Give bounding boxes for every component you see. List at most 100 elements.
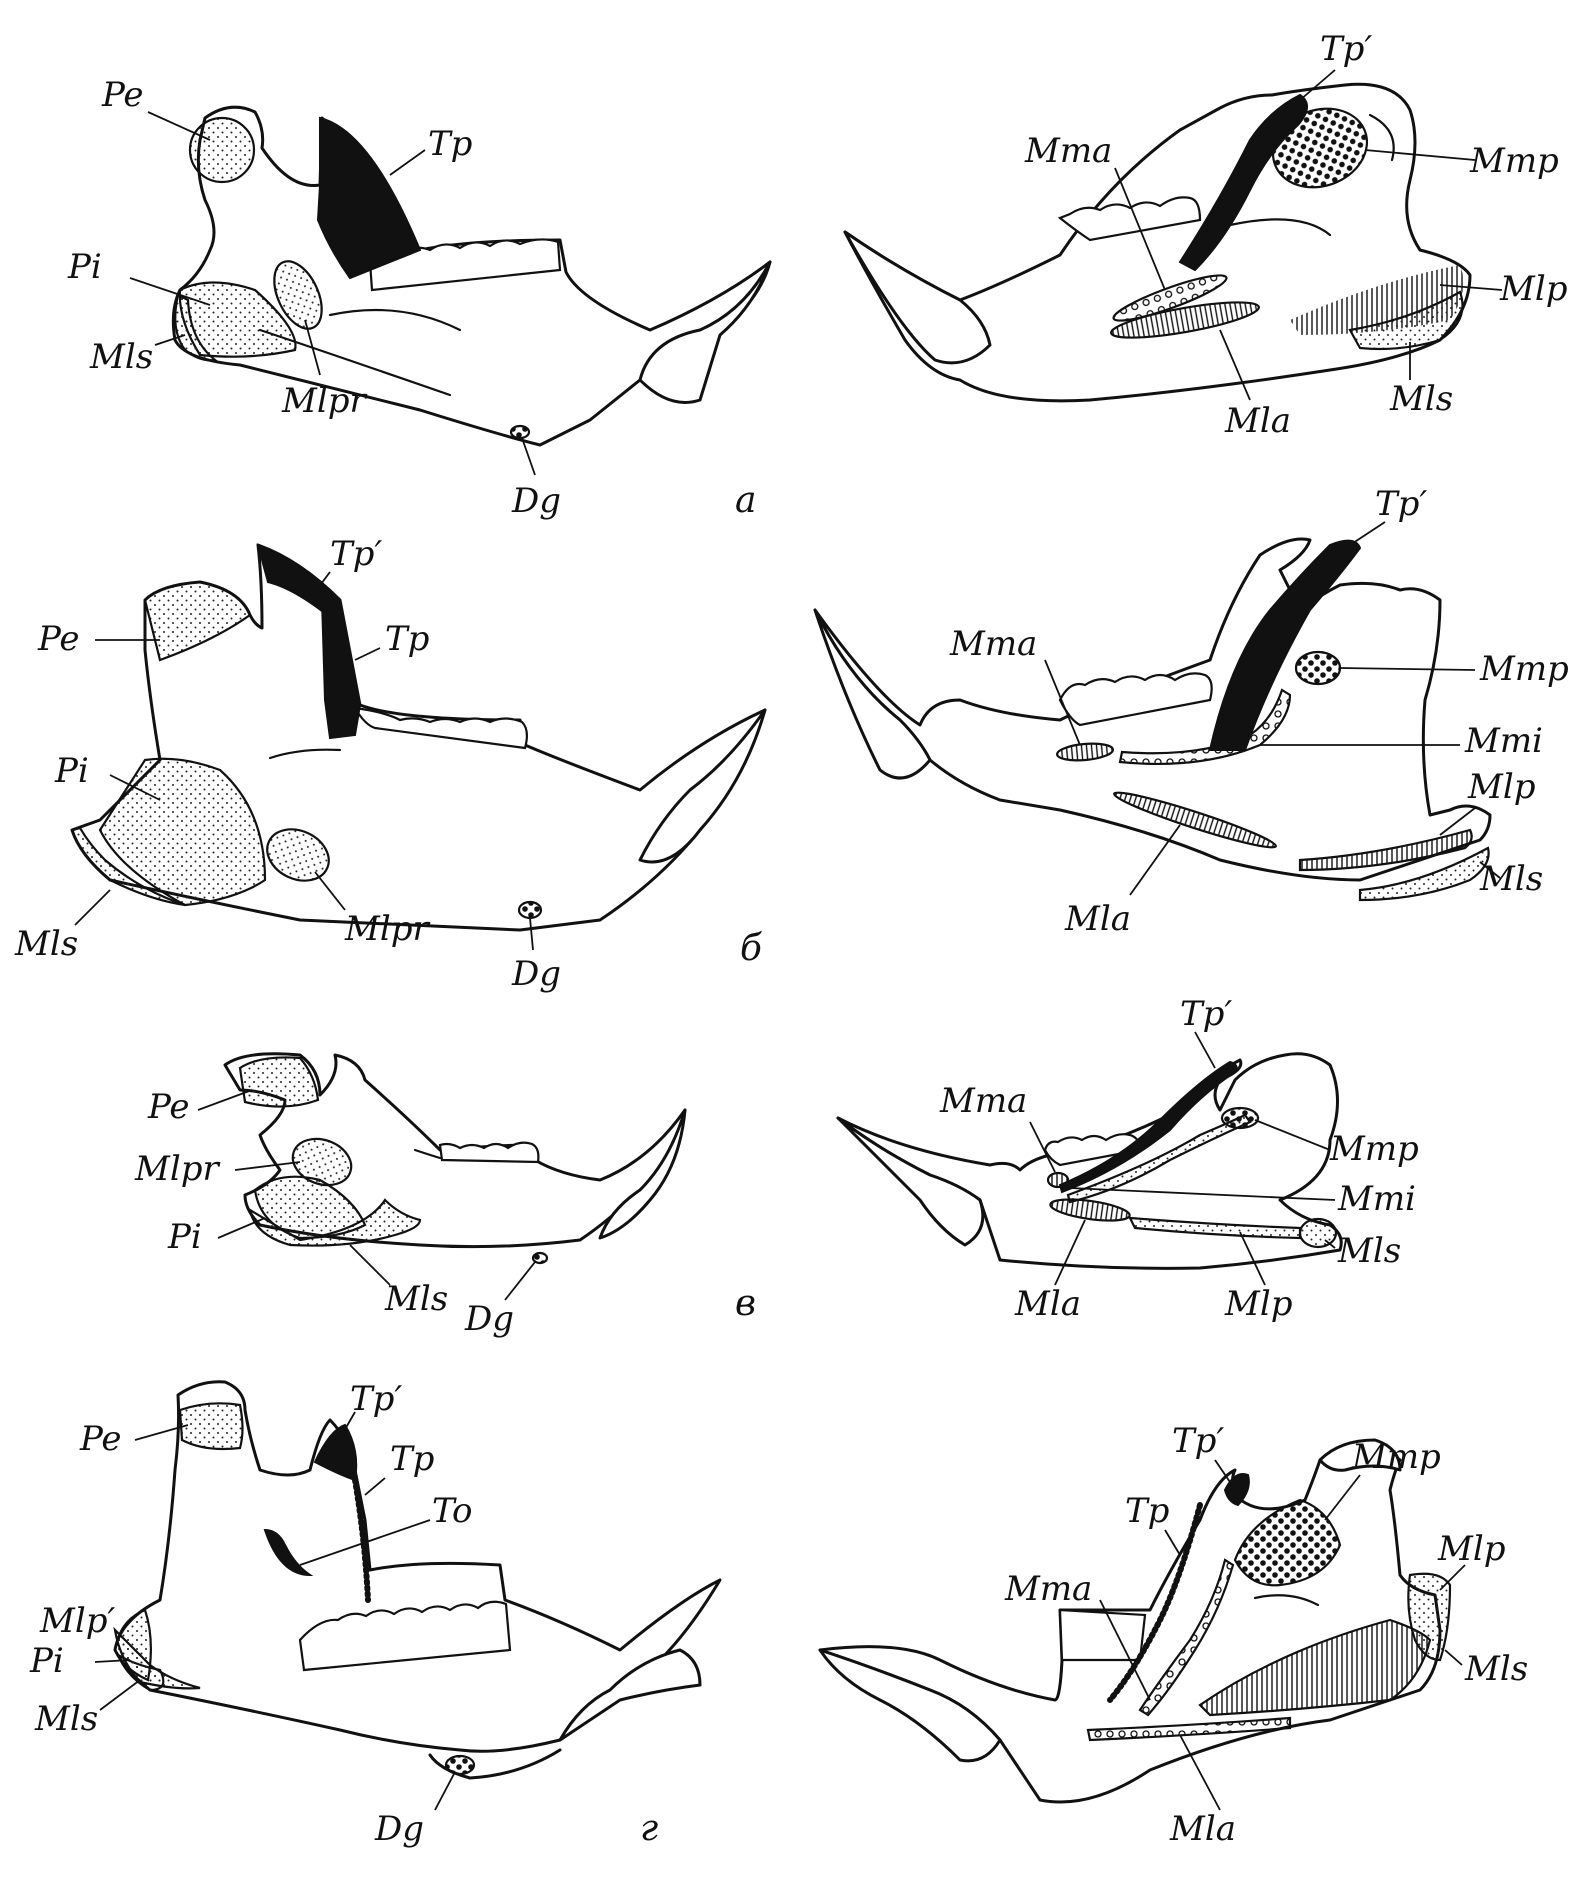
- panel-a-lateral-view: Pe Tp Pi Mls Mlpr Dg: [67, 75, 772, 521]
- mla-area: [1113, 791, 1277, 849]
- leader-mla: [1129, 824, 1181, 896]
- mls-area: [1348, 290, 1464, 351]
- inner-ridge: [1228, 218, 1332, 237]
- panel-c: Pe Mlpr Pi Mls Dg в Tp′ Mma: [134, 994, 1419, 1339]
- leader-pi: [217, 1217, 266, 1239]
- label-mmp: Mmp: [1329, 1129, 1419, 1169]
- teeth-row: [1058, 672, 1213, 727]
- teeth-row: [1043, 1133, 1142, 1167]
- label-mlpr: Mlpr: [344, 909, 430, 949]
- tendon-tp1: [1208, 539, 1362, 751]
- mls-area: [174, 293, 218, 362]
- mmp-area: [1271, 107, 1369, 189]
- dg-area: [444, 1754, 476, 1776]
- leader-mla: [1179, 1734, 1221, 1811]
- tendon-to: [263, 1528, 314, 1577]
- mls-area: [1407, 1572, 1452, 1662]
- label-mma: Mma: [949, 624, 1037, 664]
- leader-mlp: [1439, 807, 1476, 836]
- leader-mlp: [1239, 1231, 1266, 1286]
- label-tp1: Tp′: [1172, 1421, 1224, 1461]
- panel-letter-c: в: [735, 1283, 756, 1324]
- panel-d: Tp′ Pe Tp To Mlp′ Pi Mls Dg г: [29, 1379, 1528, 1849]
- mls-area: [70, 826, 186, 907]
- label-mla: Mla: [1014, 1284, 1081, 1324]
- incisor: [813, 608, 932, 780]
- label-mlp: Mlp: [1467, 767, 1535, 807]
- pe-area: [238, 1056, 320, 1108]
- leader-tp1: [1299, 69, 1336, 101]
- mls-area: [1358, 846, 1490, 902]
- leader-mls: [1444, 1649, 1463, 1666]
- label-mls: Mls: [34, 1699, 98, 1739]
- label-dg: Dg: [511, 954, 561, 994]
- tendon-tp1: [313, 1423, 358, 1482]
- leader-mmp: [1254, 1119, 1331, 1151]
- panel-d-lateral-view: Tp′ Pe Tp To Mlp′ Pi Mls Dg: [29, 1379, 722, 1849]
- label-pi: Pi: [29, 1641, 64, 1681]
- inner-ridge: [413, 1148, 442, 1160]
- label-tp1: Tp′: [330, 534, 382, 574]
- teeth-row: [352, 706, 529, 750]
- label-tp1: Tp′: [1180, 994, 1232, 1034]
- mls-area: [113, 1626, 201, 1690]
- leader-tp1: [1214, 1459, 1233, 1486]
- panel-b: Tp′ Pe Tp Pi Mls Mlpr Dg б: [14, 484, 1569, 994]
- label-mlpr: Mlpr: [281, 381, 367, 421]
- mla-area: [1049, 1198, 1131, 1222]
- label-tp: Tp: [1125, 1491, 1169, 1531]
- leader-pi: [109, 774, 161, 801]
- leader-tp1: [339, 1411, 356, 1439]
- teeth-row: [1057, 196, 1202, 242]
- tendon-tp1: [1178, 93, 1308, 272]
- incisor: [843, 230, 992, 365]
- label-mma: Mma: [939, 1081, 1027, 1121]
- label-tp1: Tp′: [350, 1379, 402, 1419]
- label-dg: Dg: [511, 481, 561, 521]
- panel-b-medial-view: Tp′ Mma Mmp Mmi Mlp Mla Mls: [813, 484, 1569, 939]
- leader-mlp: [1439, 284, 1503, 291]
- label-mmi: Mmi: [1464, 721, 1543, 761]
- incisor: [598, 1108, 687, 1240]
- label-mls: Mls: [1337, 1231, 1401, 1271]
- leader-mlpr: [234, 1161, 301, 1171]
- dg-area: [531, 1251, 549, 1265]
- teeth-row: [438, 1141, 540, 1164]
- label-tp: Tp: [390, 1439, 434, 1479]
- label-tp1: Tp′: [1320, 29, 1372, 69]
- label-mlp1: Mlp′: [39, 1601, 115, 1641]
- label-mmp: Mmp: [1469, 141, 1559, 181]
- leader-tp: [354, 647, 381, 661]
- label-mlpr: Mlpr: [134, 1149, 220, 1189]
- pe-area: [188, 116, 256, 184]
- leader-mmp: [1339, 667, 1476, 671]
- dg-area: [509, 424, 531, 440]
- dg-area: [517, 900, 543, 920]
- leader-tp: [364, 1477, 386, 1496]
- leader-tp: [1164, 1529, 1181, 1556]
- mlpr-area: [266, 828, 330, 882]
- inner-ridge: [268, 748, 342, 760]
- label-mls: Mls: [1464, 1649, 1528, 1689]
- leader-tp: [389, 149, 426, 176]
- incisor: [638, 708, 767, 864]
- mls-area: [1298, 1217, 1338, 1249]
- tendon-tp1: [1223, 1473, 1250, 1507]
- leader-pe: [197, 1089, 253, 1111]
- label-pi: Pi: [67, 247, 102, 287]
- label-tp: Tp: [428, 124, 472, 164]
- incisor: [818, 1648, 1002, 1763]
- label-dg: Dg: [374, 1809, 424, 1849]
- leader-mls: [74, 889, 111, 926]
- label-pi: Pi: [167, 1217, 202, 1257]
- leader-mlpr: [314, 871, 346, 911]
- leader-mlp: [1439, 1564, 1466, 1591]
- mmi-area: [1118, 688, 1292, 766]
- leader-pe: [134, 1424, 189, 1441]
- panel-letter-a: а: [735, 480, 756, 521]
- panel-c-medial-view: Tp′ Mma Mmp Mmi Mls Mla Mlp: [836, 994, 1419, 1324]
- label-mlp: Mlp: [1437, 1529, 1505, 1569]
- label-pe: Pe: [37, 619, 79, 659]
- inner-ridge-2: [1368, 113, 1395, 162]
